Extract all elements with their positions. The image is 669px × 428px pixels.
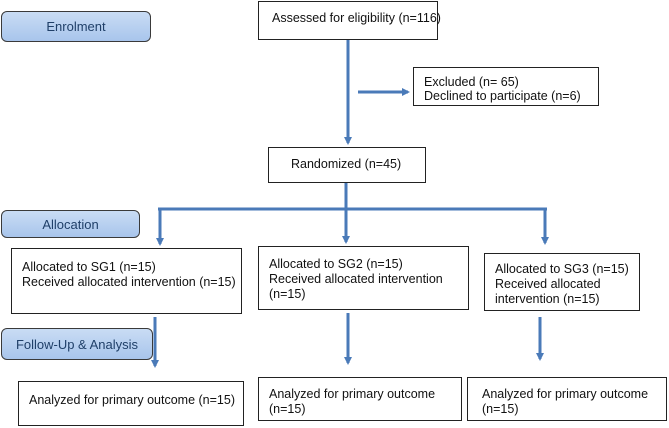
excluded-box: Excluded (n= 65) Declined to participate… [413, 67, 599, 106]
stage-followup-analysis: Follow-Up & Analysis [1, 328, 153, 360]
excluded-line-1: Excluded (n= 65) [424, 75, 519, 89]
sg1-allocation-line-1: Allocated to SG1 (n=15) [22, 260, 156, 274]
stage-allocation-label: Allocation [42, 216, 99, 232]
sg2-allocation-line-1: Allocated to SG2 (n=15) [269, 257, 403, 271]
sg2-analysis-box: Analyzed for primary outcome (n=15) [258, 377, 462, 421]
sg3-analysis-line-1: Analyzed for primary outcome [482, 387, 649, 401]
randomized-box: Randomized (n=45) [268, 147, 426, 183]
stage-allocation: Allocation [1, 210, 140, 238]
sg3-allocation-line-1: Allocated to SG3 (n=15) [495, 262, 629, 276]
sg2-allocation-line-3: (n=15) [269, 287, 306, 301]
excluded-line-2: Declined to participate (n=6) [424, 89, 581, 103]
stage-followup-label: Follow-Up & Analysis [15, 336, 139, 352]
sg2-allocation-box: Allocated to SG2 (n=15) Received allocat… [258, 246, 469, 310]
sg3-analysis-box: Analyzed for primary outcome (n=15) [467, 377, 667, 421]
stage-enrolment: Enrolment [1, 11, 151, 42]
randomized-text: Randomized (n=45) [291, 157, 402, 171]
sg1-allocation-line-2: Received allocated intervention (n=15) [22, 275, 236, 289]
stage-enrolment-label: Enrolment [46, 19, 106, 34]
sg2-analysis-line-1: Analyzed for primary outcome [269, 387, 436, 401]
sg3-allocation-line-3: intervention (n=15) [495, 292, 600, 306]
sg1-allocation-box: Allocated to SG1 (n=15) Received allocat… [11, 248, 242, 314]
sg3-analysis-line-2: (n=15) [482, 402, 519, 416]
assessed-box: Assessed for eligibility (n=116) [258, 1, 441, 40]
assessed-text: Assessed for eligibility (n=116) [272, 11, 441, 25]
sg2-analysis-line-2: (n=15) [269, 402, 306, 416]
sg1-analysis-box: Analyzed for primary outcome (n=15) [18, 381, 244, 426]
sg3-allocation-line-2: Received allocated [495, 277, 601, 291]
sg1-analysis-line-1: Analyzed for primary outcome (n=15) [29, 393, 235, 407]
sg2-allocation-line-2: Received allocated intervention [269, 272, 443, 286]
sg3-allocation-box: Allocated to SG3 (n=15) Received allocat… [484, 253, 640, 311]
